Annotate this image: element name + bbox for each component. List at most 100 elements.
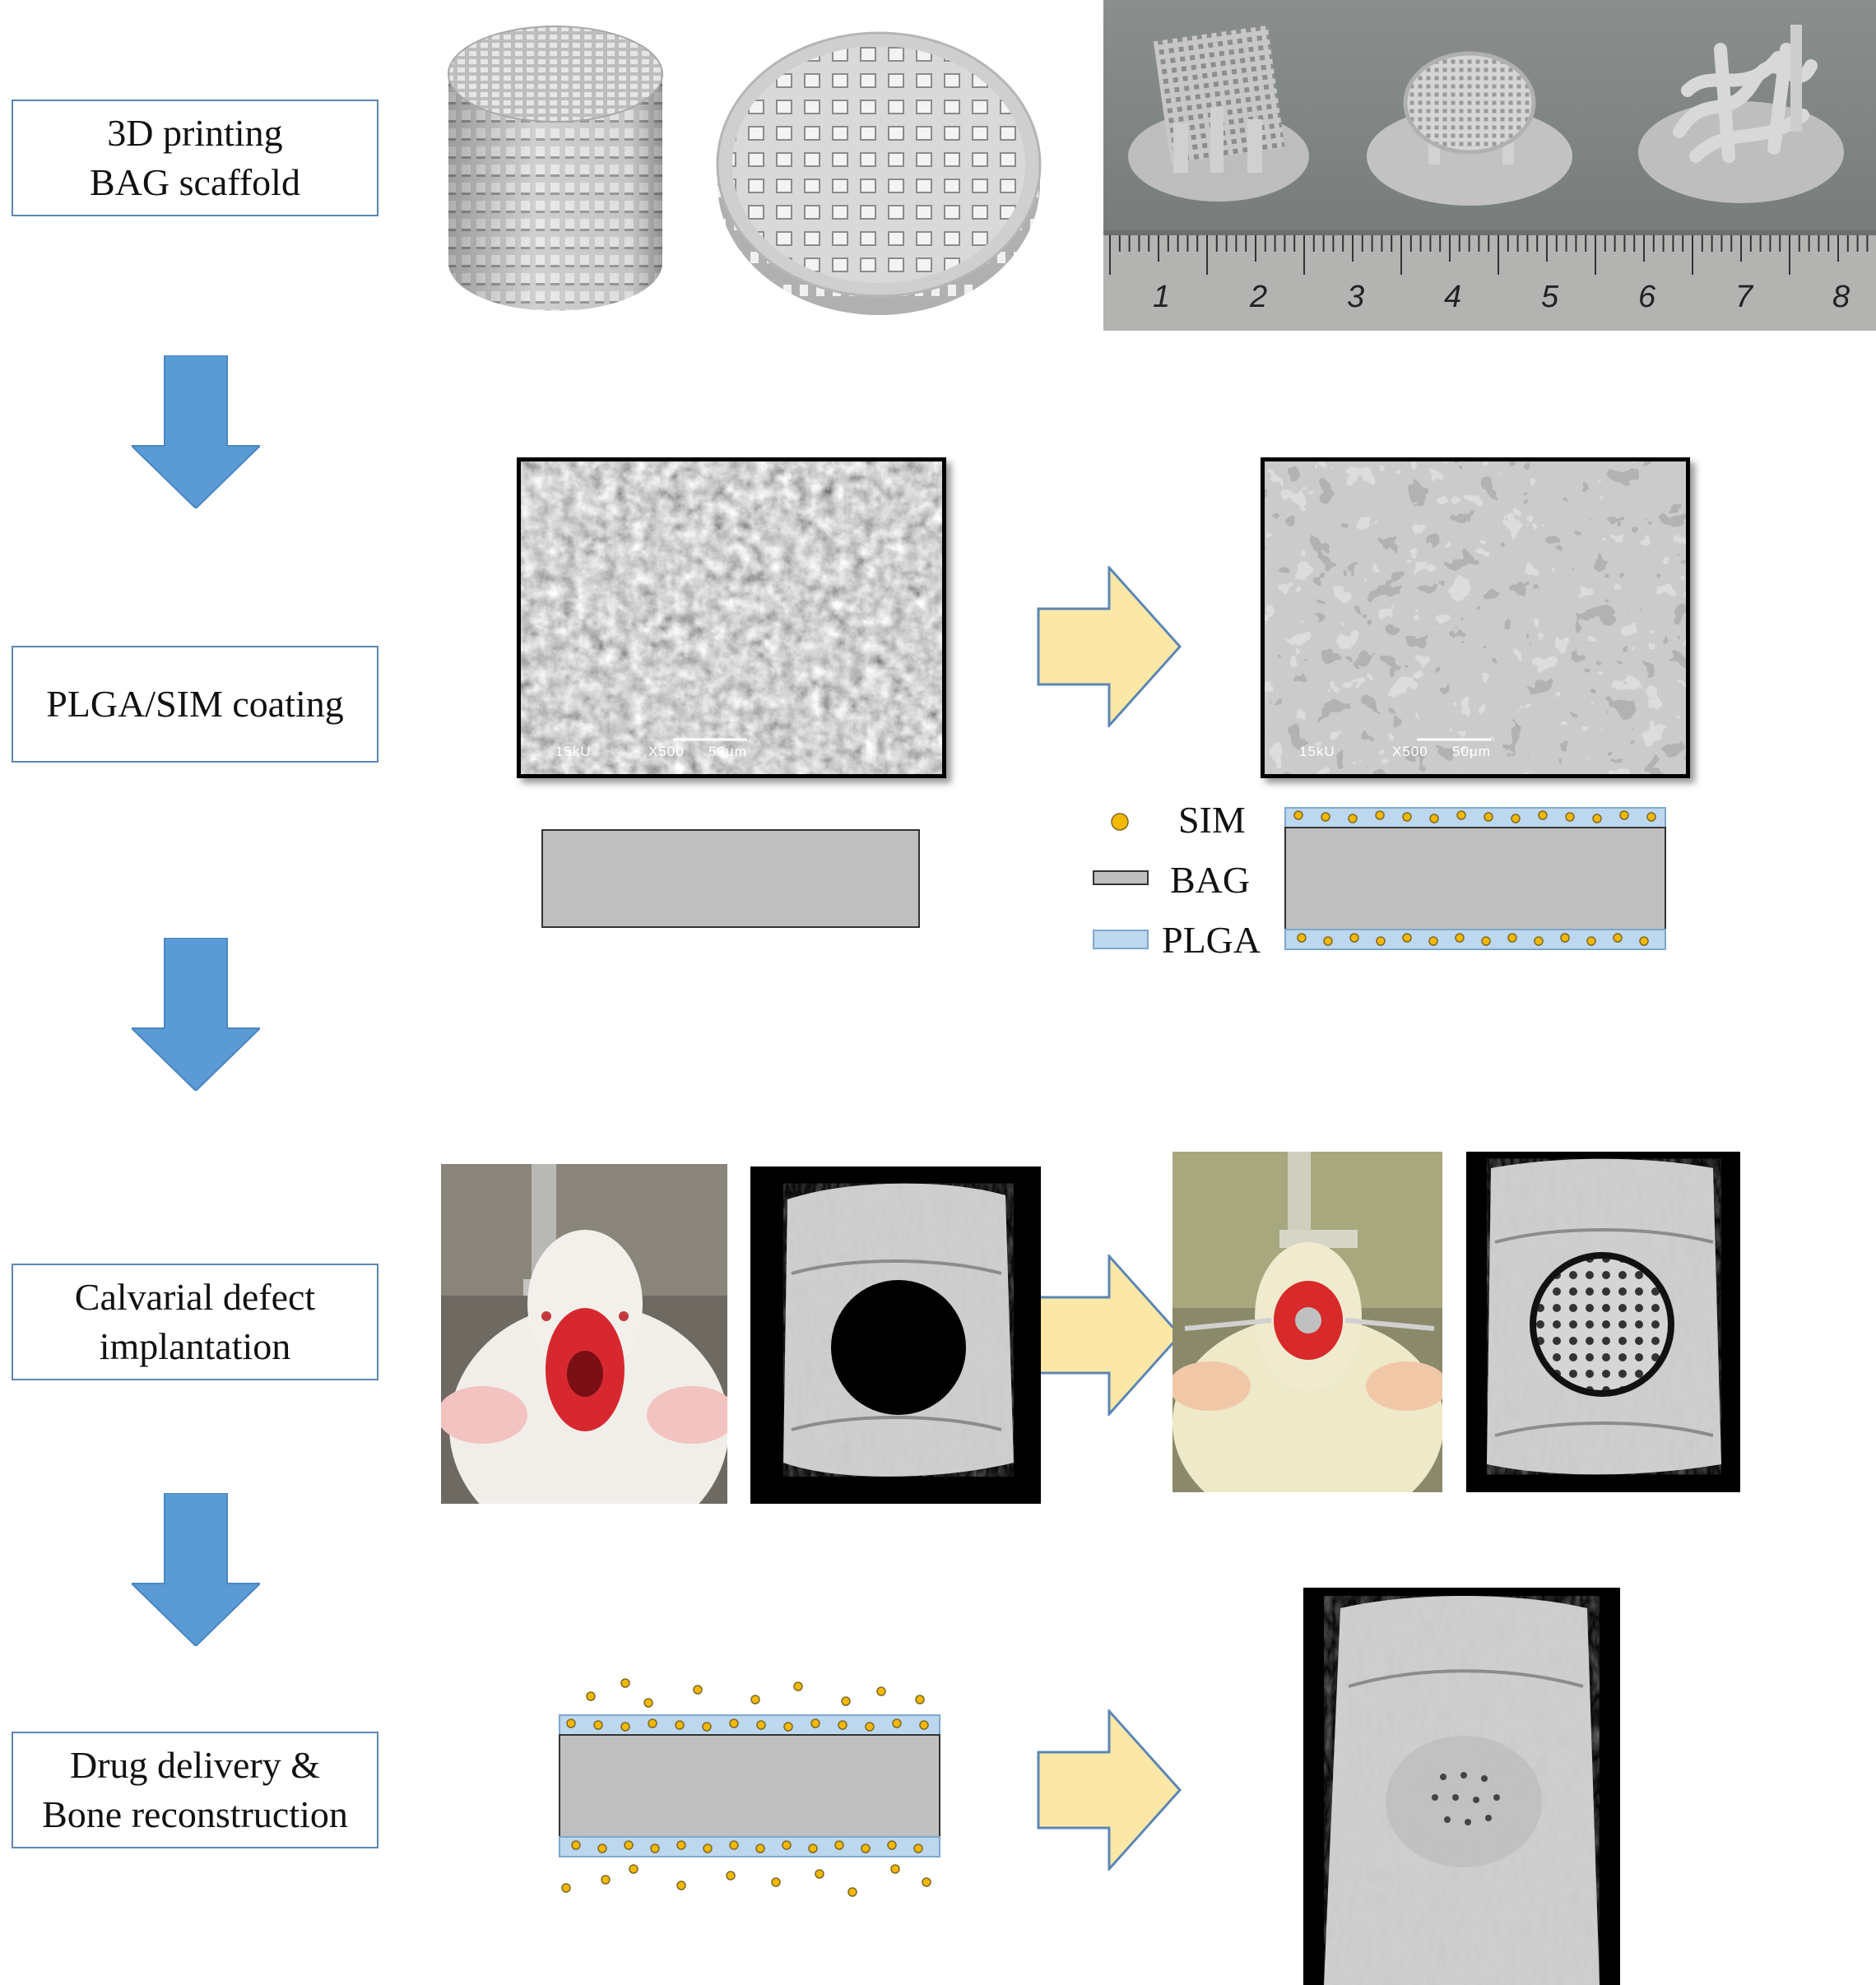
sim-dot <box>1484 812 1493 822</box>
released-sim-dot <box>643 1698 653 1708</box>
coated-bag-schematic <box>1284 807 1666 950</box>
step-implantation-line-1: Calvarial defect <box>74 1276 316 1319</box>
right-arrow-implant <box>1037 1255 1182 1416</box>
ct-defect-empty <box>750 1166 1041 1504</box>
sem-left-mag: X500 <box>648 744 685 759</box>
sim-dot <box>1534 936 1544 946</box>
sim-dot <box>1560 933 1570 943</box>
ruler-number-7: 7 <box>1735 280 1753 314</box>
sim-dot <box>838 1720 847 1730</box>
sem-right-scale: 50μm <box>1452 744 1491 759</box>
sim-dot <box>1613 933 1623 943</box>
ruler-number-1: 1 <box>1153 280 1171 314</box>
right-arrow-delivery <box>1037 1709 1182 1871</box>
sim-dot <box>1376 936 1386 946</box>
right-arrow-coating <box>1037 566 1182 727</box>
sim-dot <box>887 1840 897 1850</box>
legend-sim-dot <box>1111 813 1129 831</box>
sim-dot <box>1538 810 1548 820</box>
sim-dot <box>1402 933 1412 943</box>
sim-dot <box>1455 933 1465 943</box>
sim-dot <box>913 1844 923 1853</box>
sim-dot <box>919 1720 929 1730</box>
sim-dot <box>566 1718 576 1728</box>
sim-dot <box>1429 814 1439 823</box>
released-sim-dot <box>771 1877 781 1887</box>
sim-dot <box>729 1718 739 1728</box>
sim-dot <box>810 1718 820 1728</box>
released-sim-dot <box>815 1869 824 1879</box>
ruler-ticks <box>1109 235 1869 275</box>
cylinder-scaffold-render <box>448 26 663 311</box>
released-sim-dot <box>915 1695 925 1704</box>
down-arrow-1 <box>132 355 260 508</box>
sim-dot <box>1402 812 1412 822</box>
legend-plga-label: PLGA <box>1162 919 1261 961</box>
sim-dot <box>1481 936 1491 946</box>
rat-defect-photo <box>441 1164 727 1504</box>
sim-dot <box>1375 810 1385 820</box>
legend-bag-swatch <box>1093 870 1149 885</box>
step-printing-line-2: BAG scaffold <box>90 161 300 203</box>
drug-release-schematic <box>559 1678 940 1897</box>
sim-dot <box>620 1722 630 1732</box>
release-schematic-sim-dots <box>561 1678 931 1897</box>
sim-dot <box>1293 810 1303 820</box>
sim-dot <box>756 1720 766 1730</box>
ruler-number-6: 6 <box>1638 280 1656 314</box>
sim-dot <box>1646 812 1656 822</box>
sim-dot <box>865 1722 875 1732</box>
released-sim-dot <box>841 1696 851 1706</box>
sim-dot <box>1586 936 1596 946</box>
released-sim-dot <box>620 1678 630 1688</box>
sim-dot <box>729 1840 739 1850</box>
sem-right-kv: 15kU <box>1299 744 1335 759</box>
sim-dot <box>783 1722 793 1732</box>
sim-dot <box>702 1722 712 1732</box>
sim-dot <box>571 1840 581 1850</box>
step-box-coating: PLGA/SIM coating <box>12 646 378 763</box>
released-sim-dot <box>629 1864 638 1874</box>
legend-plga-swatch <box>1093 930 1149 949</box>
bag-bar-uncoated <box>541 829 920 928</box>
sim-dot <box>1349 933 1359 943</box>
sim-dot <box>1297 933 1307 943</box>
sim-dot <box>782 1840 792 1850</box>
released-sim-dot <box>561 1883 571 1893</box>
sem-right-mag: X500 <box>1392 744 1428 759</box>
step-printing-line-1: 3D printing <box>107 112 283 155</box>
released-sim-dot <box>726 1871 736 1881</box>
ruler-number-5: 5 <box>1541 280 1559 314</box>
ruler-number-2: 2 <box>1250 280 1268 314</box>
sem-image-uncoated: 15kU X500 50μm <box>517 457 946 778</box>
step-box-delivery: Drug delivery &Bone reconstruction <box>12 1732 378 1848</box>
sim-dot <box>808 1844 818 1853</box>
released-sim-dot <box>601 1875 611 1885</box>
released-sim-dot <box>876 1686 886 1696</box>
sim-dot <box>1321 812 1330 822</box>
sim-dot <box>1428 936 1438 946</box>
sim-dot <box>861 1844 871 1853</box>
sim-dot <box>834 1840 844 1850</box>
sem-left-scale: 50μm <box>708 744 747 759</box>
sim-dot <box>597 1844 607 1853</box>
step-delivery-line-1: Drug delivery & <box>69 1744 320 1787</box>
sim-dot <box>593 1720 603 1730</box>
sim-dot <box>648 1718 657 1728</box>
released-sim-dot <box>847 1887 857 1897</box>
ruler-number-4: 4 <box>1444 280 1462 314</box>
coated-schematic-sim-dots <box>1293 810 1656 946</box>
sem-image-coated: 15kU X500 50μm <box>1261 457 1690 778</box>
sim-dot <box>1323 936 1333 946</box>
sim-dot <box>703 1844 713 1853</box>
legend-sim-label: SIM <box>1178 799 1246 841</box>
rat-implant-photo <box>1172 1152 1442 1492</box>
ct-scaffold-implanted <box>1466 1152 1740 1492</box>
released-sim-dot <box>693 1685 703 1695</box>
sim-dot <box>1507 933 1517 943</box>
sim-dot <box>1619 810 1629 820</box>
printed-scaffolds-photo: 1 2 3 4 5 6 7 8 <box>1103 0 1876 331</box>
step-coating-line-1: PLGA/SIM coating <box>46 683 344 726</box>
